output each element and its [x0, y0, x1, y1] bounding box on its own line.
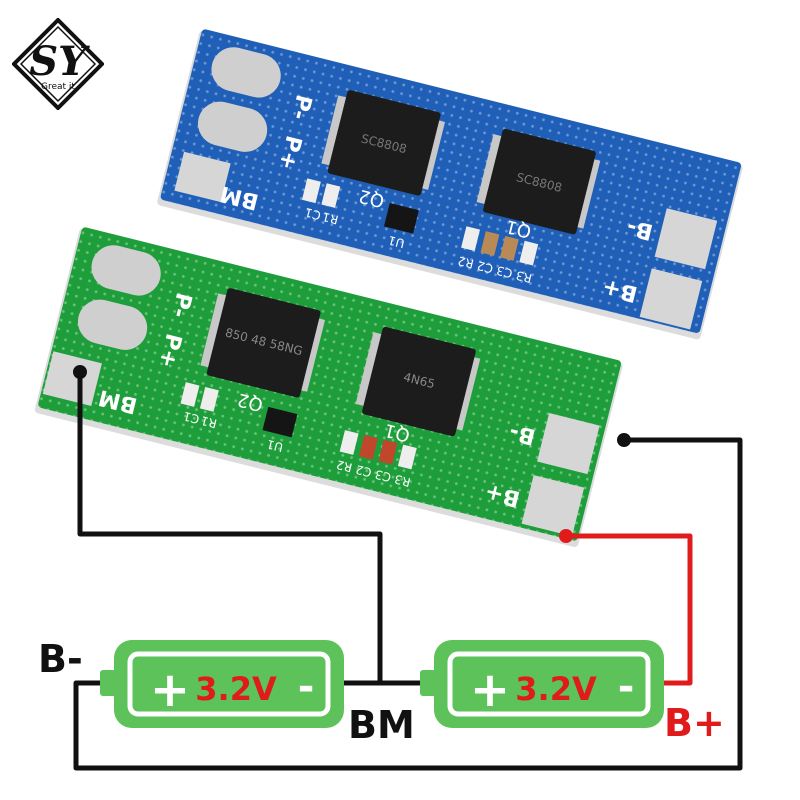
green-mosfet-q2 [206, 288, 321, 398]
green-pad-p-minus [91, 245, 161, 296]
logo-tagline: Great it [41, 82, 75, 92]
blue-label-c3: C3 [495, 263, 514, 280]
wire-dot-bm [73, 365, 87, 379]
battery-right: + 3.2V - [420, 640, 664, 728]
green-pad-p-plus [77, 299, 148, 350]
blue-label-b-minus: B- [624, 214, 655, 245]
green-pad-b-plus [521, 475, 585, 537]
brand-logo: SY Great it [11, 17, 105, 111]
battery-left-plus: + [150, 662, 190, 718]
green-label-b-minus: B- [507, 418, 538, 449]
logo-diamond-icon [11, 17, 105, 111]
green-label-r1: R1 [199, 413, 218, 430]
blue-pad-p-plus [197, 101, 268, 152]
green-mosfet-q1 [362, 326, 476, 437]
battery-right-voltage: 3.2V [515, 670, 597, 708]
blue-label-r1: R1 [321, 209, 340, 226]
label-b-plus: B+ [664, 701, 725, 745]
wire-dot-b-plus [559, 529, 573, 543]
blue-label-r3: R3 [515, 268, 534, 285]
battery-right-minus: - [618, 664, 635, 710]
logo-mark: SY [29, 38, 87, 85]
label-b-minus: B- [38, 637, 83, 681]
blue-mosfet-q2 [327, 90, 441, 196]
green-label-u1: U1 [265, 437, 284, 455]
wire-b-minus [73, 437, 743, 771]
wire-b-plus [566, 533, 693, 686]
green-pad-b-minus [537, 413, 600, 475]
wire-bm [77, 372, 383, 683]
green-pcb-board: 850 48 58NG 4N65 P- P+ BM Q2 Q1 U1 C1 R1… [34, 227, 623, 547]
green-label-r2: R2 [335, 457, 354, 474]
battery-right-plus: + [470, 662, 510, 718]
blue-label-u1: U1 [387, 233, 406, 251]
green-label-p-minus: P- [166, 290, 196, 320]
blue-label-r2: R2 [456, 253, 475, 270]
green-pad-bm [42, 351, 102, 407]
green-label-c1: C1 [182, 409, 201, 426]
blue-pad-b-minus [654, 208, 718, 270]
green-label-c2: C2 [354, 462, 373, 479]
green-chip-u1 [262, 406, 298, 438]
green-label-r3: R3 [393, 472, 412, 489]
green-label-c3: C3 [374, 467, 393, 484]
battery-left: + 3.2V - [100, 640, 344, 728]
blue-pad-p-minus [211, 47, 281, 98]
battery-left-voltage: 3.2V [195, 670, 277, 708]
blue-pad-bm [174, 151, 231, 203]
battery-left-minus: - [298, 664, 315, 710]
blue-label-c2: C2 [476, 258, 495, 275]
blue-mosfet-q1 [483, 128, 596, 235]
blue-pad-b-plus [639, 268, 703, 330]
wire-dot-b-minus [617, 433, 631, 447]
blue-chip-u1 [383, 203, 419, 234]
label-bm: BM [348, 703, 415, 747]
blue-label-p-minus: P- [286, 92, 316, 122]
wires [73, 372, 743, 771]
blue-pcb-board: SC8808 SC8808 P- P+ BM Q2 Q1 U1 C1 R1 R2… [157, 29, 743, 340]
blue-label-c1: C1 [303, 205, 322, 222]
